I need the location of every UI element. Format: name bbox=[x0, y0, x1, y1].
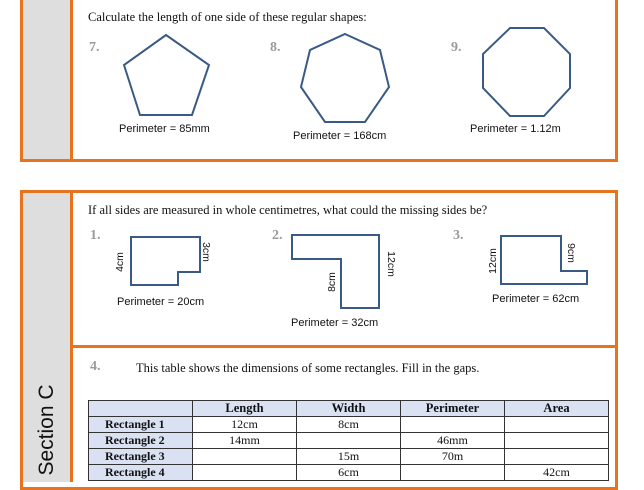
q1-side-right: 3cm bbox=[199, 242, 212, 262]
q2-perimeter: Perimeter = 32cm bbox=[291, 317, 379, 329]
top-side-strip bbox=[23, 0, 70, 159]
perimeter-cell[interactable]: 46mm bbox=[400, 432, 505, 449]
section-instruction: If all sides are measured in whole centi… bbox=[88, 203, 488, 217]
row-label: Rectangle 4 bbox=[88, 464, 193, 481]
table-header-perimeter: Perimeter bbox=[400, 400, 505, 417]
section-label: Section C bbox=[35, 384, 58, 476]
area-cell[interactable] bbox=[504, 448, 609, 465]
perimeter-cell[interactable] bbox=[400, 416, 505, 433]
area-cell[interactable] bbox=[504, 416, 609, 433]
row-label: Rectangle 2 bbox=[88, 432, 193, 449]
heptagon-shape bbox=[299, 32, 391, 123]
q1-perimeter: Perimeter = 20cm bbox=[117, 296, 205, 308]
length-cell[interactable] bbox=[192, 448, 297, 465]
top-divider bbox=[70, 0, 73, 159]
q3-side-right: 12cm bbox=[486, 248, 499, 274]
table-row: Rectangle 2 14mm 46mm bbox=[88, 432, 609, 449]
q1-side-left: 4cm bbox=[113, 252, 126, 272]
table-header-blank bbox=[88, 400, 193, 417]
row-label: Rectangle 3 bbox=[88, 448, 193, 465]
length-cell[interactable]: 14mm bbox=[192, 432, 297, 449]
area-cell[interactable] bbox=[504, 432, 609, 449]
width-cell[interactable]: 6cm bbox=[296, 464, 401, 481]
q3-side-inner: 9cm bbox=[564, 243, 577, 263]
q2-side-inner: 8cm bbox=[325, 272, 338, 292]
q2-side-right: 12cm bbox=[384, 251, 397, 277]
length-cell[interactable]: 12cm bbox=[192, 416, 297, 433]
width-cell[interactable]: 15m bbox=[296, 448, 401, 465]
pentagon-shape bbox=[122, 33, 211, 116]
area-cell[interactable]: 42cm bbox=[504, 464, 609, 481]
perimeter-cell[interactable] bbox=[400, 464, 505, 481]
width-cell[interactable]: 8cm bbox=[296, 416, 401, 433]
q2-shape bbox=[291, 234, 380, 309]
q3-shape bbox=[500, 235, 588, 285]
q1-shape bbox=[130, 236, 201, 286]
q3-number: 3. bbox=[453, 228, 464, 243]
q3-perimeter: Perimeter = 62cm bbox=[492, 293, 580, 305]
section-divider bbox=[70, 193, 73, 482]
q8-perimeter: Perimeter = 168cm bbox=[293, 130, 387, 142]
table-header-width: Width bbox=[296, 400, 401, 417]
width-cell[interactable] bbox=[296, 432, 401, 449]
top-instruction: Calculate the length of one side of thes… bbox=[88, 10, 367, 24]
octagon-shape bbox=[482, 27, 571, 117]
q4-number: 4. bbox=[90, 359, 101, 374]
q9-number: 9. bbox=[451, 40, 462, 55]
q1-number: 1. bbox=[90, 228, 101, 243]
q8-number: 8. bbox=[270, 40, 281, 55]
length-cell[interactable] bbox=[192, 464, 297, 481]
table-header-length: Length bbox=[192, 400, 297, 417]
table-header-area: Area bbox=[504, 400, 609, 417]
table-row: Rectangle 4 6cm 42cm bbox=[88, 464, 609, 481]
rectangles-table: Length Width Perimeter Area Rectangle 1 … bbox=[88, 400, 609, 481]
q4-instruction: This table shows the dimensions of some … bbox=[136, 361, 480, 375]
section-side-strip bbox=[23, 193, 70, 482]
row-label: Rectangle 1 bbox=[88, 416, 193, 433]
section-row-divider bbox=[73, 345, 615, 348]
q7-number: 7. bbox=[89, 40, 100, 55]
q2-number: 2. bbox=[272, 228, 283, 243]
table-header-row: Length Width Perimeter Area bbox=[88, 400, 609, 417]
table-row: Rectangle 1 12cm 8cm bbox=[88, 416, 609, 433]
q7-perimeter: Perimeter = 85mm bbox=[119, 123, 210, 135]
perimeter-cell[interactable]: 70m bbox=[400, 448, 505, 465]
q9-perimeter: Perimeter = 1.12m bbox=[470, 123, 561, 135]
table-row: Rectangle 3 15m 70m bbox=[88, 448, 609, 465]
